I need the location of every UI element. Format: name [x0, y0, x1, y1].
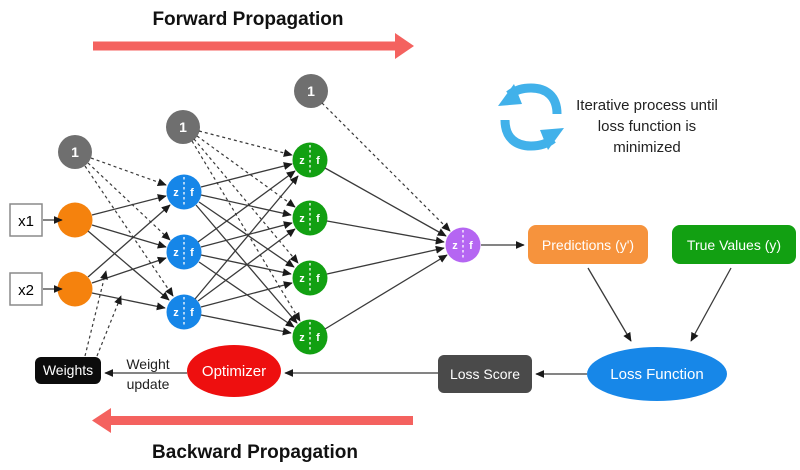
input-node-x1: [57, 202, 93, 238]
node-label-f: f: [316, 273, 320, 285]
edge: [91, 224, 167, 249]
bias-nodes: [58, 74, 328, 169]
node-label-z: z: [452, 240, 458, 252]
weight-update-label: Weight update: [126, 356, 169, 392]
weights-bg: [35, 357, 101, 384]
backward-propagation-title: Backward Propagation: [152, 442, 358, 463]
input-node-x2: [57, 271, 93, 307]
node-label-z: z: [173, 247, 179, 259]
bias-label: 1: [179, 119, 187, 135]
backward-arrow: [92, 408, 413, 433]
iterative-note-line1: Iterative process until: [576, 97, 718, 114]
forward-propagation-title: Forward Propagation: [152, 9, 343, 30]
cycle-arrowhead-left: [498, 84, 522, 106]
edge: [87, 204, 171, 278]
bias-node-2: [166, 110, 200, 144]
edge: [197, 228, 296, 302]
bias-edge: [193, 138, 299, 264]
predictions-label: Predictions (y'): [542, 237, 634, 253]
weights-label: Weights: [43, 362, 93, 378]
iterative-note-line2: loss function is: [598, 118, 696, 135]
node-label-f: f: [190, 307, 194, 319]
weights-update-edge: [96, 295, 122, 357]
bias-edge: [196, 135, 296, 208]
bias-edge: [87, 162, 171, 241]
input-box-x2: [9, 272, 43, 306]
node-label-z: z: [299, 213, 305, 225]
cycle-arrowhead-right: [540, 128, 564, 150]
edge: [200, 254, 292, 277]
input-nodes: [57, 202, 93, 307]
node-label-f: f: [316, 155, 320, 167]
bias-edge: [90, 157, 167, 186]
edge: [200, 162, 293, 188]
iterative-note-line3: minimized: [613, 139, 681, 156]
true-values-label: True Values (y): [687, 237, 781, 253]
input-box-x1: [9, 203, 43, 237]
edge: [91, 194, 167, 216]
iterative-cycle-icon: [498, 83, 564, 151]
optimizer-node: Optimizer: [187, 345, 281, 397]
bias-edge: [191, 140, 301, 322]
optimizer-label: Optimizer: [202, 363, 266, 380]
node-label-f: f: [316, 332, 320, 344]
node-label-z: z: [299, 332, 305, 344]
node-label-z: z: [173, 187, 179, 199]
input-label-x1: x1: [18, 213, 34, 230]
bias-node-3: [294, 74, 328, 108]
bias-labels: 1 1 1: [71, 83, 315, 160]
bias-and-weight-edges: [84, 102, 451, 357]
edge: [200, 194, 292, 218]
edge: [326, 220, 445, 245]
node-label-z: z: [299, 155, 305, 167]
input-x1: x1: [9, 203, 63, 237]
edge: [200, 281, 293, 308]
loss-score-box: Loss Score: [438, 355, 532, 393]
loss-score-label: Loss Score: [450, 366, 520, 382]
input-x2: x2: [9, 272, 63, 306]
edge: [200, 221, 293, 248]
bias-edge: [321, 102, 451, 232]
node-label-f: f: [469, 240, 473, 252]
true-values-box: True Values (y): [672, 225, 796, 264]
iterative-note: Iterative process until loss function is…: [576, 97, 718, 156]
edge-predictions-to-loss: [587, 267, 632, 342]
edge: [87, 230, 170, 301]
weights-box: Weights: [35, 357, 101, 384]
edge: [200, 314, 292, 336]
bias-edge: [198, 130, 293, 157]
loss-function-label: Loss Function: [610, 366, 703, 383]
node-label-f: f: [316, 213, 320, 225]
node-label-f: f: [190, 247, 194, 259]
predictions-box-bg: [528, 225, 648, 264]
edge-truevalues-to-loss: [690, 267, 732, 342]
node-label-z: z: [299, 273, 305, 285]
bias-node-1: [58, 135, 92, 169]
node-zf-labels: z f z f z f z f z f z f z f z f: [173, 145, 473, 352]
loss-function-bg: [587, 347, 727, 401]
weight-update-line2: update: [127, 376, 170, 392]
edge: [324, 254, 448, 330]
node-label-f: f: [190, 187, 194, 199]
edge: [197, 170, 296, 243]
edge: [91, 292, 166, 311]
loss-score-bg: [438, 355, 532, 393]
weights-update-edge: [84, 270, 108, 357]
node-label-z: z: [173, 307, 179, 319]
forward-arrow: [93, 33, 414, 59]
edge: [326, 245, 445, 275]
edge: [324, 167, 447, 237]
input-label-x2: x2: [18, 282, 34, 299]
edge: [91, 256, 167, 284]
true-values-box-bg: [672, 225, 796, 264]
predictions-box: Predictions (y'): [528, 225, 648, 264]
bias-edge: [84, 165, 174, 297]
loss-function-node: Loss Function: [587, 347, 727, 401]
weight-update-line1: Weight: [126, 356, 169, 372]
bias-label: 1: [307, 83, 315, 99]
optimizer-bg: [187, 345, 281, 397]
bias-label: 1: [71, 144, 79, 160]
